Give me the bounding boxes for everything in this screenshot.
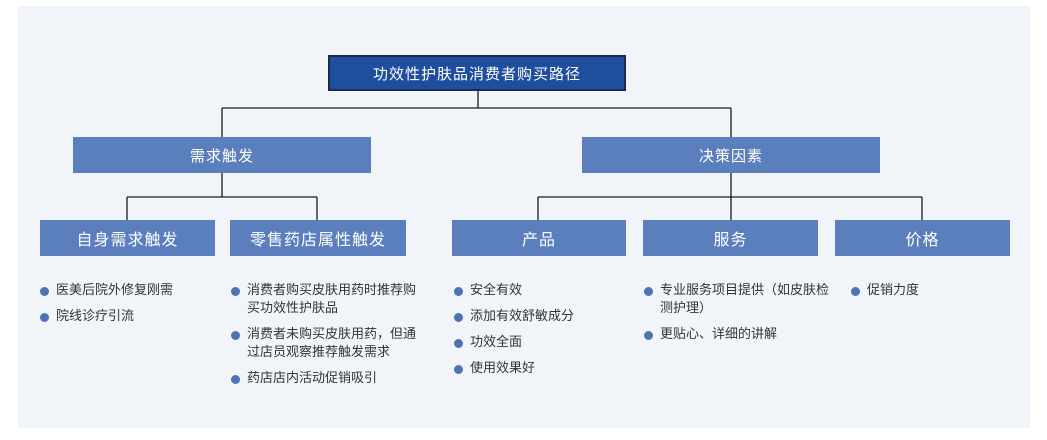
node-product: 产品: [452, 220, 626, 256]
node-service: 服务: [643, 220, 818, 256]
list-item: 使用效果好: [454, 360, 630, 378]
node-price: 价格: [835, 220, 1010, 256]
list-item: 添加有效舒敏成分: [454, 308, 630, 326]
list-item: 专业服务项目提供（如皮肤检测护理）: [644, 282, 830, 318]
list-item: 院线诊疗引流: [40, 308, 220, 326]
node-decision-factors: 决策因素: [582, 137, 880, 173]
list-item: 医美后院外修复刚需: [40, 282, 220, 300]
list-item: 更贴心、详细的讲解: [644, 326, 830, 344]
price-list: 促销力度: [851, 282, 1021, 308]
list-item: 药店店内活动促销吸引: [231, 370, 417, 388]
list-item: 消费者购买皮肤用药时推荐购买功效性护肤品: [231, 282, 417, 318]
node-demand-trigger: 需求触发: [73, 137, 371, 173]
list-item: 功效全面: [454, 334, 630, 352]
list-item: 消费者未购买皮肤用药，但通过店员观察推荐触发需求: [231, 326, 417, 362]
node-self-demand: 自身需求触发: [40, 220, 215, 256]
node-pharmacy-trigger: 零售药店属性触发: [230, 220, 406, 256]
self-demand-list: 医美后院外修复刚需 院线诊疗引流: [40, 282, 220, 334]
service-list: 专业服务项目提供（如皮肤检测护理） 更贴心、详细的讲解: [644, 282, 830, 352]
list-item: 促销力度: [851, 282, 1021, 300]
product-list: 安全有效 添加有效舒敏成分 功效全面 使用效果好: [454, 282, 630, 386]
pharmacy-trigger-list: 消费者购买皮肤用药时推荐购买功效性护肤品 消费者未购买皮肤用药，但通过店员观察推…: [231, 282, 417, 396]
list-item: 安全有效: [454, 282, 630, 300]
root-node: 功效性护肤品消费者购买路径: [328, 55, 626, 91]
